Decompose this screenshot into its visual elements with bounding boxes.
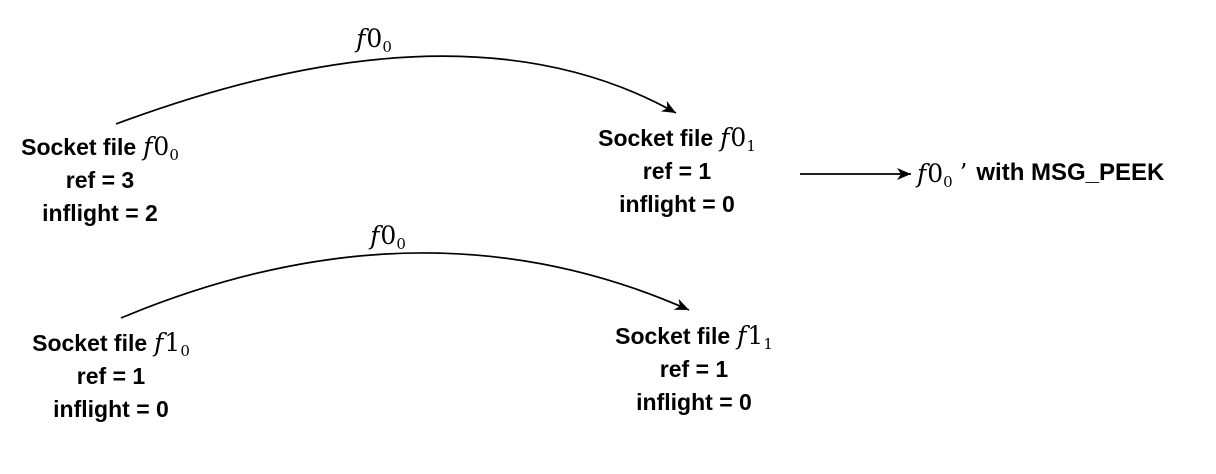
node-ref-count: ref = 1 (659, 356, 729, 382)
node-ref-count: ref = 1 (76, 363, 146, 389)
edge-label-f0-0-bottom: f00 (348, 221, 428, 253)
peek-math-subscript: 0 (943, 172, 953, 191)
peek-text: with MSG_PEEK (976, 159, 1165, 186)
edge-math-subscript: 0 (382, 38, 392, 56)
node-inflight-count: inflight = 0 (53, 396, 169, 422)
node-math-subscript: 0 (180, 342, 190, 360)
edge-arc-f10-to-f11 (120, 252, 690, 319)
node-inflight-count: inflight = 0 (619, 191, 735, 217)
node-math-subscript: 1 (763, 335, 773, 353)
node-inflight-count: inflight = 2 (42, 200, 158, 226)
node-math-var: f10 (154, 328, 190, 360)
node-ref-count: ref = 1 (642, 158, 712, 184)
node-prefix: Socket file (615, 323, 731, 349)
edge-math-var: f00 (370, 221, 406, 253)
edge-math-var: f00 (356, 24, 392, 56)
node-math-subscript: 0 (169, 146, 179, 164)
node-prefix: Socket file (598, 125, 714, 151)
edge-label-f0-0-top: f00 (334, 24, 414, 56)
node-math-var: f01 (720, 123, 756, 155)
node-math-var: f11 (737, 321, 773, 353)
peek-math-var: f00 (917, 158, 953, 191)
node-math-var: f00 (143, 132, 179, 164)
peek-prime-mark: ’ (959, 159, 968, 187)
msg-peek-annotation: f00 ’ with MSG_PEEK (917, 155, 1164, 191)
node-math-subscript: 1 (746, 137, 756, 155)
node-inflight-count: inflight = 0 (636, 389, 752, 415)
node-ref-count: ref = 3 (65, 167, 135, 193)
edge-arc-f00-to-f01 (115, 55, 677, 125)
edge-math-subscript: 0 (396, 235, 406, 253)
node-prefix: Socket file (21, 134, 137, 160)
node-prefix: Socket file (32, 330, 148, 356)
